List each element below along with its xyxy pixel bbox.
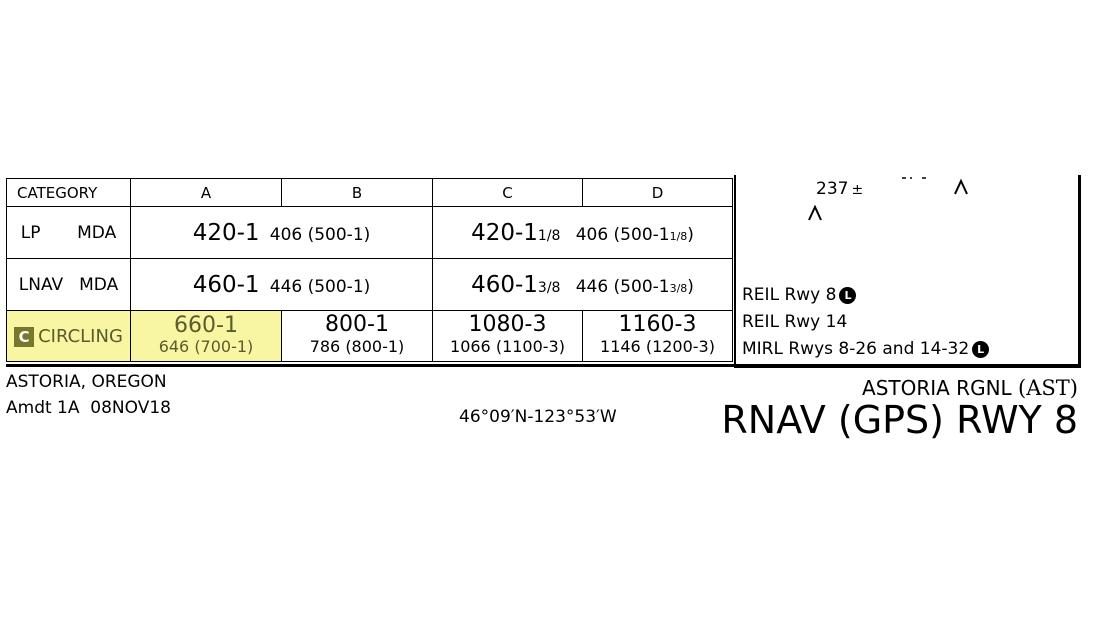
obstacle-marks (902, 177, 926, 179)
circling-d-minimums: 1160-3 1146 (1200-3) (582, 310, 733, 362)
lnav-mda-label: LNAV MDA (6, 258, 131, 311)
mda-label: MDA (79, 274, 119, 295)
lnav-label: LNAV (18, 274, 64, 295)
lnav-cd-main: 460-1 (471, 271, 538, 298)
circling-c-minimums: 1080-3 1066 (1100-3) (432, 310, 583, 362)
lnav-ab-main: 460-1 (192, 271, 260, 298)
circling-c-sub: 1066 (1100-3) (450, 337, 565, 356)
circling-a-minimums: 660-1 646 (700-1) (130, 310, 282, 362)
lnav-ab-sub: 446 (500-1) (269, 276, 371, 297)
category-c-header: C (432, 178, 583, 207)
lp-ab-main: 420-1 (192, 219, 260, 246)
airport-identifier: (AST) (1018, 376, 1078, 400)
lnav-cd-sub: 446 (500-1 (575, 276, 670, 297)
coordinates: 46°09′N-123°53′W (459, 407, 617, 427)
circling-a-main: 660-1 (174, 313, 238, 338)
lp-cd-sub: 406 (500-1 (575, 224, 670, 245)
category-b-header: B (281, 178, 433, 207)
minimums-table: CATEGORY A B C D LP MDA 420-1 406 (500-1… (6, 178, 733, 362)
city-state: ASTORIA, OREGON (6, 372, 167, 392)
lp-cd-main: 420-1 (471, 219, 538, 246)
lp-cd-frac: 1/8 (537, 227, 561, 244)
circling-b-minimums: 800-1 786 (800-1) (281, 310, 433, 362)
lp-cd-sub-frac: 1/8 (669, 229, 688, 243)
circling-badge: C (14, 326, 35, 347)
lnav-cd-frac: 3/8 (537, 279, 561, 296)
circling-label-text: CIRCLING (38, 325, 123, 347)
elevation-label: 237± (816, 179, 863, 199)
lighting-item: REIL Rwy 14 (742, 312, 847, 332)
circling-c-main: 1080-3 (468, 312, 547, 337)
circling-a-sub: 646 (700-1) (158, 337, 254, 356)
lighting-text: MIRL Rwys 8-26 and 14-32 (742, 339, 970, 359)
lighting-text: REIL Rwy 8 (742, 285, 837, 305)
elevation-value: 237 (816, 179, 849, 199)
lnav-cd-minimums: 460-13/8 446 (500-13/8) (432, 258, 733, 311)
airport-name-line: ASTORIA RGNL (AST) (862, 376, 1078, 400)
category-a-header: A (130, 178, 282, 207)
elevation-symbol: ± (851, 182, 864, 198)
obstacle-icon (954, 178, 968, 195)
category-header: CATEGORY (6, 178, 131, 207)
airport-name: ASTORIA RGNL (862, 376, 1012, 400)
category-d-header: D (582, 178, 733, 207)
lp-ab-minimums: 420-1 406 (500-1) (130, 206, 433, 259)
lnav-cd-sub-frac: 3/8 (669, 281, 688, 295)
lnav-cd-sub-end: ) (687, 276, 694, 297)
lp-ab-sub: 406 (500-1) (269, 224, 371, 245)
header-row: CATEGORY A B C D (6, 178, 733, 207)
pilot-controlled-lighting-icon: L (972, 340, 990, 358)
lnav-mda-row: LNAV MDA 460-1 446 (500-1) 460-13/8 446 … (6, 258, 733, 311)
box-bottom-border (6, 364, 1078, 367)
circling-d-main: 1160-3 (618, 312, 697, 337)
lighting-text: REIL Rwy 14 (742, 312, 848, 332)
lp-cd-minimums: 420-11/8 406 (500-11/8) (432, 206, 733, 259)
circling-d-sub: 1146 (1200-3) (600, 337, 715, 356)
pilot-controlled-lighting-icon: L (839, 286, 857, 304)
lp-label: LP (20, 222, 41, 243)
procedure-title: RNAV (GPS) RWY 8 (721, 398, 1078, 442)
circling-b-main: 800-1 (325, 312, 389, 337)
mda-label: MDA (77, 222, 117, 243)
lnav-ab-minimums: 460-1 446 (500-1) (130, 258, 433, 311)
lp-mda-label: LP MDA (6, 206, 131, 259)
circling-b-sub: 786 (800-1) (309, 337, 405, 356)
amendment-date: Amdt 1A 08NOV18 (6, 398, 171, 418)
lp-mda-row: LP MDA 420-1 406 (500-1) 420-11/8 406 (5… (6, 206, 733, 259)
obstacle-icon (808, 204, 822, 221)
lp-cd-sub-end: ) (687, 224, 694, 245)
